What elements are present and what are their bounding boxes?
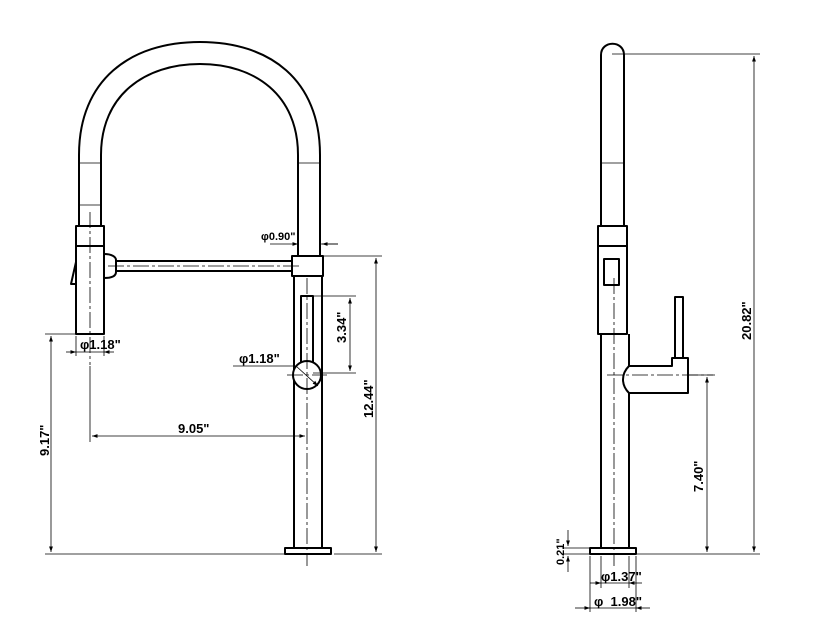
hose-diameter-label: φ0.90" [261,231,296,243]
spray-trigger [70,261,77,285]
side-lever [674,296,684,359]
total-height-label: 20.82" [739,301,754,340]
spout-inner [100,63,299,256]
spout-outer [78,41,321,256]
side-base [589,547,637,555]
side-spout [600,42,625,226]
body-height-label: 12.44" [361,379,376,418]
faucet-body [293,276,323,548]
side-lever-housing [622,357,689,394]
base-plate [284,547,332,555]
spray-height-label: 9.17" [37,425,52,456]
lever-height-label: 7.40" [691,461,706,492]
handle-height-label: 3.34" [334,312,349,343]
handle-diameter-label: φ1.18" [239,351,280,366]
body-diameter-label: φ1.37" [601,569,642,584]
reach-label: 9.05" [178,421,209,436]
side-spray-head [597,225,628,335]
side-spray-button [603,258,620,286]
spray-diameter-label: φ1.18" [80,337,121,352]
base-diameter-label: φ 1.98" [594,594,642,609]
side-view: 20.82" 7.40" 0.21" φ1.37" φ 1.98" [555,42,760,612]
base-thickness-label: 0.21" [555,538,567,565]
front-view: φ0.90" φ1.18" φ1.18" 3.34" 12.44" 9.05" [37,41,382,566]
side-body [600,334,630,548]
